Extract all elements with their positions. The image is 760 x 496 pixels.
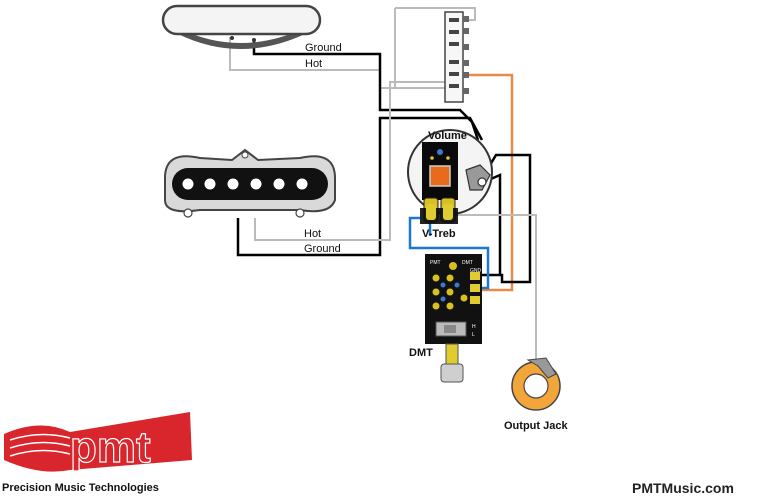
dmt-blue-dot (440, 296, 446, 302)
selector-lug (449, 72, 459, 76)
bridge-hot-wire (254, 81, 446, 241)
output-jack-hole (523, 373, 549, 399)
volume-lug-hole (477, 177, 487, 187)
selector-lug (449, 42, 459, 46)
dmt-board-h: H (472, 324, 476, 330)
neck-pickup-lug (230, 36, 234, 40)
vtreb-label: V-Treb (422, 228, 456, 240)
vtreb-pad (426, 204, 436, 220)
neck-pickup-lug (252, 38, 256, 42)
selector-switch (444, 11, 469, 103)
dmt-board-pmt: PMT (430, 260, 441, 266)
selector-contact (463, 16, 469, 22)
bridge-pickup-bobbin (172, 168, 328, 200)
vtreb-component (437, 149, 443, 155)
neck-pickup: Ground Hot (161, 4, 342, 70)
dmt-board-dmt: DMT (462, 260, 473, 266)
neck-pickup-cover (161, 4, 322, 36)
pmt-logo-stripe (9, 441, 71, 449)
company-name: Precision Music Technologies (2, 482, 159, 494)
selector-contact (463, 60, 469, 66)
bridge-pickup-screw (241, 151, 249, 159)
pmt-logo-swoosh (4, 412, 192, 472)
selector-contact (463, 88, 469, 94)
dmt-shaft (440, 363, 464, 383)
dmt-terminal (470, 272, 480, 280)
dmt-board-l: L (472, 332, 475, 338)
bridge-pickup-poles (182, 178, 308, 190)
dmt-component (432, 288, 440, 296)
dmt-switch-knob (444, 325, 456, 333)
pole-piece (296, 178, 308, 190)
dmt-component (446, 274, 454, 282)
selector-lugs (449, 18, 459, 88)
dmt-component (446, 302, 454, 310)
vtreb-pad (443, 204, 453, 220)
output-jack-label: Output Jack (504, 420, 568, 432)
pole-piece (250, 178, 262, 190)
dmt-blue-dot (454, 282, 460, 288)
neck-ground-label: Ground (305, 42, 342, 54)
bridge-hot-label: Hot (304, 228, 321, 240)
dmt-label: DMT (409, 347, 433, 359)
selector-lug (449, 60, 459, 64)
selector-body (444, 11, 464, 103)
pole-piece (273, 178, 285, 190)
pmt-logo: pmt Precision Music Technologies (2, 412, 192, 494)
dmt-terminal (470, 284, 480, 292)
dmt-component (432, 274, 440, 282)
dmt-component (432, 302, 440, 310)
vtreb-component (446, 156, 450, 160)
jack-hot-wire (452, 214, 537, 360)
website-url[interactable]: PMTMusic.com (632, 480, 734, 496)
bridge-pickup-screw (183, 208, 193, 218)
neck-pickup-base (178, 28, 305, 49)
dmt-blue-dot (440, 282, 446, 288)
vtreb-component (430, 156, 434, 160)
dmt-board: PMT DMT GND H L DMT (409, 254, 482, 383)
selector-contacts (463, 16, 469, 94)
pmt-logo-stripe (9, 449, 71, 457)
volume-dmt-wire (480, 153, 532, 284)
dmt-component (460, 294, 468, 302)
dmt-component (449, 262, 457, 270)
dmt-component (446, 288, 454, 296)
selector-contact (463, 28, 469, 34)
neck-hot-label: Hot (305, 58, 322, 70)
bridge-pickup: Hot Ground (164, 148, 341, 255)
pole-piece (182, 178, 194, 190)
selector-contact (463, 44, 469, 50)
volume-pot: Volume V-Treb (407, 129, 493, 240)
selector-lug (449, 84, 459, 88)
blue-wire-1 (408, 216, 490, 290)
dmt-board-gnd: GND (470, 268, 482, 274)
selector-contact (463, 72, 469, 78)
bridge-ground-wire (236, 116, 484, 257)
volume-label: Volume (428, 130, 467, 142)
output-jack-lug (526, 357, 557, 379)
bridge-pickup-screw (295, 208, 305, 218)
pole-piece (227, 178, 239, 190)
pole-piece (204, 178, 216, 190)
output-jack: Output Jack (504, 357, 568, 432)
pmt-logo-stripe (9, 433, 71, 441)
dmt-terminal (470, 296, 480, 304)
orange-wire (466, 73, 514, 292)
selector-lug (449, 18, 459, 22)
pmt-logo-text: pmt (70, 423, 151, 472)
vtreb-trimmer (429, 165, 451, 187)
selector-lug (449, 30, 459, 34)
dmt-shaft-base (445, 343, 459, 365)
bridge-ground-label: Ground (304, 243, 341, 255)
